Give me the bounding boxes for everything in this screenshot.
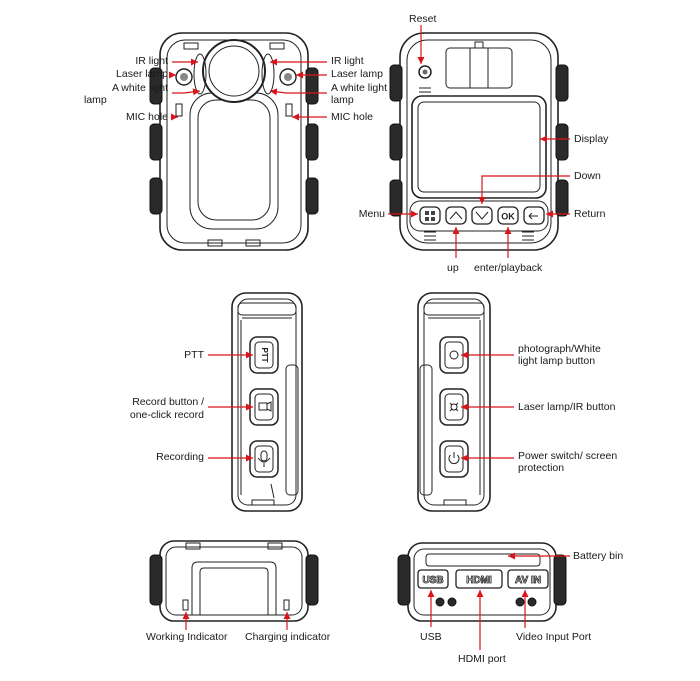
usb-port [417, 569, 449, 589]
side-left-arrows [208, 351, 253, 462]
side-view-right [417, 292, 491, 512]
bottom-view-left [149, 540, 319, 622]
power-switch-label-2: protection [518, 462, 565, 474]
front-white-light-label-right-1: A white light [331, 82, 388, 94]
menu-key[interactable] [419, 206, 441, 225]
return-label: Return [574, 208, 606, 220]
port-usb-label: USB [422, 575, 443, 586]
bottom-left-arrows [182, 612, 291, 630]
front-mic-hole-label-right: MIC hole [331, 111, 374, 123]
mic-hole-right [285, 103, 293, 117]
ptt-key[interactable]: PTT [249, 336, 279, 374]
mic-hole-left [175, 103, 183, 117]
ok-key-label: OK [501, 212, 515, 222]
front-white-light-label-right-2: lamp [331, 94, 354, 106]
recording-key[interactable] [249, 440, 279, 478]
back-arrows [388, 25, 570, 258]
port-hdmi-label: HDMI [466, 575, 492, 586]
return-key[interactable] [523, 206, 545, 225]
charging-indicator-led [283, 599, 290, 611]
recording-label: Recording [156, 451, 204, 463]
back-view: OK [389, 32, 569, 251]
battery-bin-label: Battery bin [573, 550, 624, 562]
down-label: Down [574, 170, 601, 182]
usb-label: USB [420, 631, 442, 643]
record-button-label-1: Record button / [132, 396, 204, 408]
front-white-light-label-left-2: lamp [84, 94, 107, 106]
front-ir-light-label-right: IR light [331, 55, 364, 67]
charging-indicator-label: Charging indicator [245, 631, 331, 643]
display-label: Display [574, 133, 609, 145]
photo-button-label-2: light lamp button [518, 355, 596, 367]
power-switch-label-1: Power switch/ screen [518, 450, 618, 462]
ok-key[interactable]: OK [497, 206, 519, 225]
laser-ir-key[interactable] [439, 388, 469, 426]
display-screen [411, 95, 547, 199]
photo-button-label-1: photograph/White [518, 343, 601, 355]
front-laser-lamp-label-right: Laser lamp [331, 68, 383, 80]
working-indicator-led [182, 599, 189, 611]
down-key[interactable] [471, 206, 493, 225]
up-label: up [447, 262, 459, 274]
power-key[interactable] [439, 440, 469, 478]
av-in-port [507, 569, 549, 589]
enter-playback-label: enter/playback [474, 262, 543, 274]
menu-label: Menu [358, 208, 385, 220]
front-ir-light-label-left: IR light [135, 55, 168, 67]
bottom-right-arrows [427, 552, 570, 650]
front-mic-hole-label-left: MIC hole [125, 111, 168, 123]
laser-ir-button-label: Laser lamp/IR button [518, 401, 616, 413]
ir-light-right [261, 53, 275, 95]
video-input-port-label: Video Input Port [516, 631, 592, 643]
hdmi-port [455, 569, 503, 589]
working-indicator-label: Working Indicator [146, 631, 228, 643]
front-arrows [169, 58, 327, 121]
front-white-light-label-left-1: A white light [111, 82, 168, 94]
side-view-left: PTT [231, 292, 303, 512]
bottom-view-right: USB HDMI AV IN [397, 542, 567, 622]
record-button-label-2: one-click record [129, 409, 204, 421]
ir-light-left [193, 53, 207, 95]
hdmi-port-label: HDMI port [458, 653, 506, 665]
ptt-label: PTT [184, 349, 204, 361]
front-laser-lamp-label-left: Laser lamp [116, 68, 168, 80]
front-view [149, 32, 319, 251]
record-key[interactable] [249, 388, 279, 426]
reset-label: Reset [409, 13, 437, 25]
port-av-label: AV IN [515, 575, 541, 586]
lens-icon [202, 39, 266, 103]
up-key[interactable] [445, 206, 467, 225]
side-right-arrows [461, 351, 514, 462]
photo-key[interactable] [439, 336, 469, 374]
ptt-key-label: PTT [260, 347, 269, 362]
